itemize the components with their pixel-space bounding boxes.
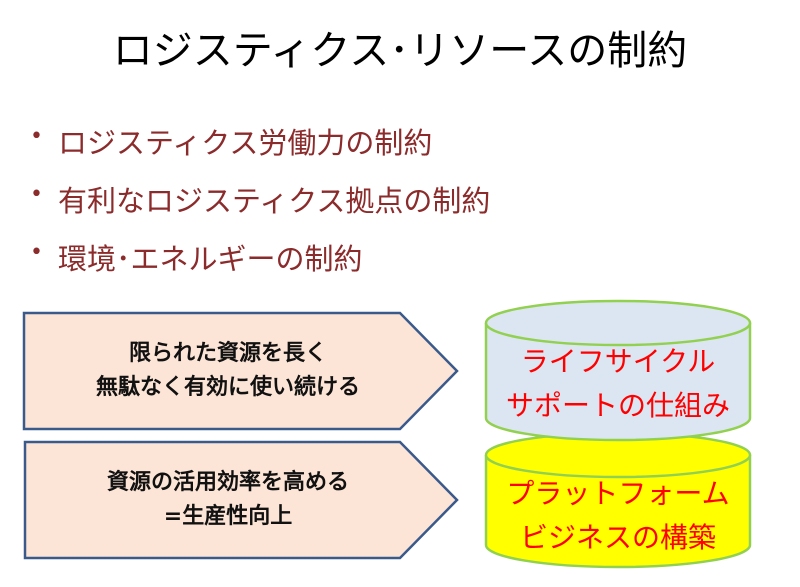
arrow-text-1: 限られた資源を長く 無駄なく有効に使い続ける: [28, 337, 428, 405]
arrow-line: 資源の活用効率を高める: [106, 470, 349, 495]
bullet-item: • 環境･エネルギーの制約: [30, 236, 490, 294]
cylinder-text-1: ライフサイクル サポートの仕組み: [484, 340, 752, 428]
cylinder-line: プラットフォーム: [506, 477, 730, 510]
cylinder-top: [484, 299, 752, 442]
bullet-text: 有利なロジスティクス拠点の制約: [58, 184, 491, 218]
arrow-shape-2: [23, 440, 459, 560]
bullet-item: • 有利なロジスティクス拠点の制約: [30, 178, 490, 236]
bullet-item: • ロジスティクス労働力の制約: [30, 120, 490, 178]
cylinder-bottom: [484, 431, 752, 569]
arrow-text-2: 資源の活用効率を高める =生産性向上: [28, 466, 428, 534]
bullet-text: ロジスティクス労働力の制約: [58, 126, 433, 160]
arrow-line: 無駄なく有効に使い続ける: [95, 375, 360, 400]
bullet-list: • ロジスティクス労働力の制約 • 有利なロジスティクス拠点の制約 • 環境･エネルギ…: [30, 120, 490, 294]
cylinder-line: ビジネスの構築: [519, 521, 716, 554]
slide-title: ロジスティクス･リソースの制約: [112, 28, 688, 74]
arrow-line: 限られた資源を長く: [128, 341, 327, 366]
arrow-shape-1: [22, 311, 459, 431]
bullet-icon: •: [30, 124, 43, 149]
bullet-text: 環境･エネルギーの制約: [58, 242, 363, 276]
cylinder-line: サポートの仕組み: [505, 389, 730, 422]
cylinder-line: ライフサイクル: [520, 345, 716, 378]
cylinder-text-2: プラットフォーム ビジネスの構築: [484, 472, 752, 560]
bullet-icon: •: [30, 240, 43, 265]
arrow-line: =生産性向上: [163, 504, 293, 529]
bullet-icon: •: [30, 182, 43, 207]
